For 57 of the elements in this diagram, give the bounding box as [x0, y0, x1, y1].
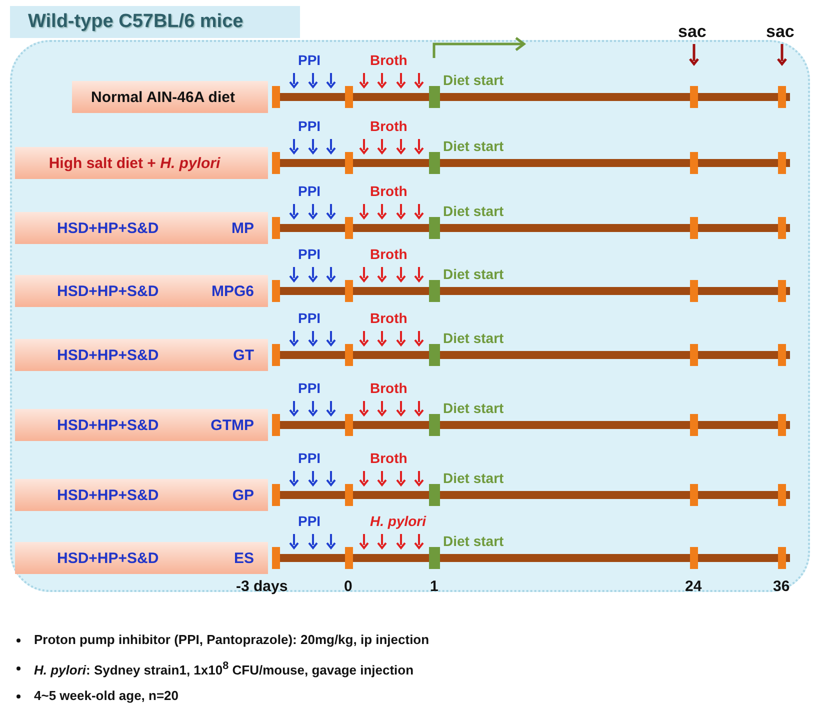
group-label-box [15, 275, 268, 307]
injection-label: PPI [298, 513, 321, 529]
sac-label: sac [766, 22, 794, 42]
group-label: HSD+HP+S&D [57, 220, 159, 236]
note-text: 4~5 week-old age, n=20 [34, 688, 179, 703]
injection-label: PPI [298, 380, 321, 396]
axis-tick-label: 24 [685, 578, 702, 595]
title: Wild-type C57BL/6 mice [28, 11, 244, 33]
injection-label: Broth [370, 183, 408, 199]
diet-start-label: Diet start [443, 266, 504, 282]
group-label: HSD+HP+S&D [57, 346, 159, 364]
group-label-box [15, 147, 268, 179]
group-code: ES [234, 550, 254, 566]
injection-label: PPI [298, 450, 321, 466]
group-label: HSD+HP+S&D [57, 416, 159, 434]
injection-label: Broth [370, 310, 408, 326]
injection-label: PPI [298, 310, 321, 326]
group-label: HSD+HP+S&D [57, 282, 159, 300]
sac-label: sac [678, 22, 706, 42]
injection-label: H. pylori [370, 513, 426, 529]
axis-tick-label: -3 days [236, 578, 288, 595]
group-label: Normal AIN-46A diet [91, 88, 235, 106]
diet-start-label: Diet start [443, 400, 504, 416]
diet-start-label: Diet start [443, 470, 504, 486]
diet-start-label: Diet start [443, 72, 504, 88]
diet-start-label: Diet start [443, 203, 504, 219]
group-label-box [15, 409, 268, 441]
group-label-box [15, 339, 268, 371]
group-code: GP [232, 486, 254, 504]
injection-label: PPI [298, 118, 321, 134]
note-text: H. pylori: Sydney strain1, 1x10$^{8}$ CFU/mouse, gavage injection [34, 660, 414, 678]
injection-label: Broth [370, 380, 408, 396]
diet-start-label: Diet start [443, 533, 504, 549]
group-label: High salt diet + H. pylori [48, 154, 220, 172]
diet-start-label: Diet start [443, 138, 504, 154]
group-label-box [72, 81, 268, 113]
injection-label: PPI [298, 52, 321, 68]
injection-label: Broth [370, 450, 408, 466]
group-label-box [15, 542, 268, 574]
group-code: MPG6 [211, 282, 254, 300]
injection-label: Broth [370, 246, 408, 262]
injection-label: PPI [298, 183, 321, 199]
injection-label: Broth [370, 118, 408, 134]
axis-tick-label: 1 [430, 578, 438, 595]
note-text: Proton pump inhibitor (PPI, Pantoprazole): 20mg/kg, ip injection [34, 632, 430, 647]
group-label: HSD+HP+S&D [57, 550, 159, 566]
group-code: GT [233, 346, 254, 364]
injection-label: PPI [298, 246, 321, 262]
injection-label: Broth [370, 52, 408, 68]
group-label-box [15, 212, 268, 244]
group-label-box [15, 479, 268, 511]
group-label: HSD+HP+S&D [57, 486, 159, 504]
group-code: GTMP [210, 416, 254, 434]
diet-start-label: Diet start [443, 330, 504, 346]
group-code: MP [232, 220, 254, 236]
axis-tick-label: 0 [344, 578, 352, 595]
axis-tick-label: 36 [773, 578, 790, 595]
